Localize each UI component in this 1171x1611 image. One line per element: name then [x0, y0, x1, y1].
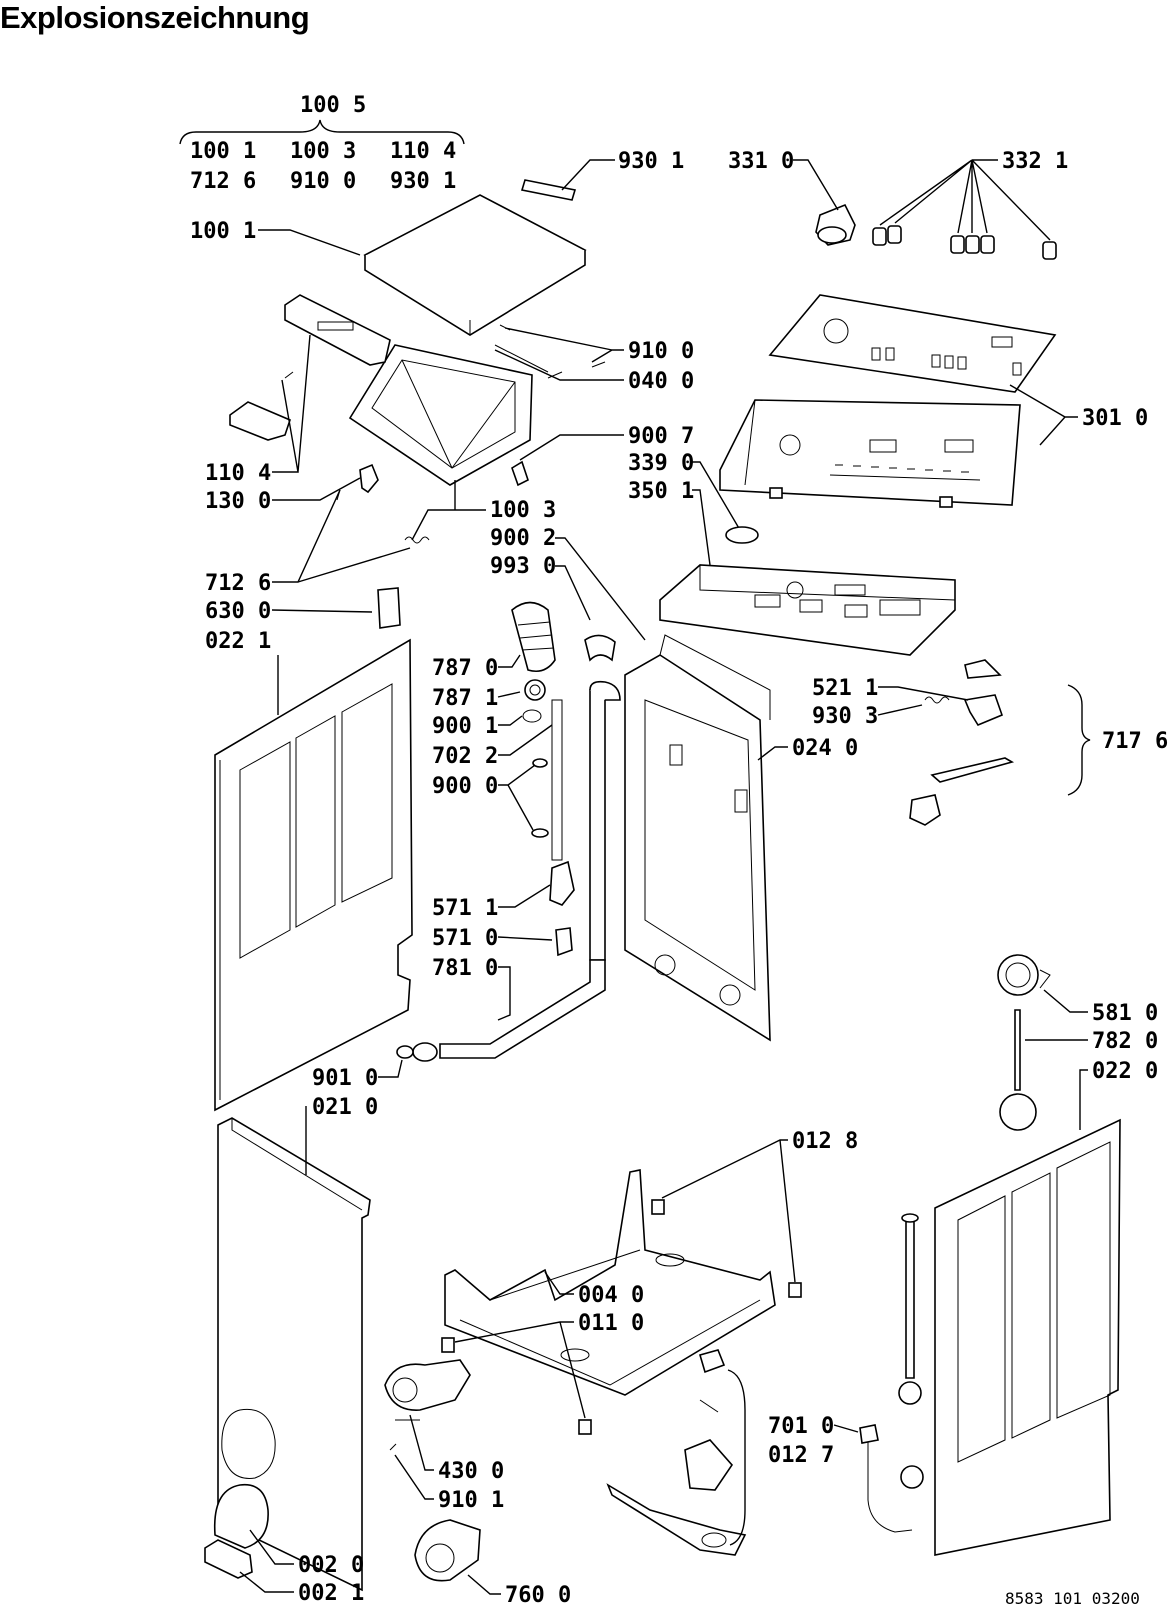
selector-part — [725, 526, 759, 544]
label-0221: 022 1 — [205, 629, 271, 654]
label-7022: 702 2 — [432, 744, 498, 769]
label-7870: 787 0 — [432, 656, 498, 681]
label-7010: 701 0 — [768, 1414, 834, 1439]
drain-hose-part — [396, 959, 606, 1062]
label-0040: 004 0 — [578, 1283, 644, 1308]
label-0240: 024 0 — [792, 736, 858, 761]
label-0128: 012 8 — [792, 1129, 858, 1154]
label-5711: 571 1 — [432, 896, 498, 921]
label-7600: 760 0 — [505, 1583, 571, 1608]
label-4300: 430 0 — [438, 1459, 504, 1484]
filter-block-part — [377, 587, 401, 629]
label-7820: 782 0 — [1092, 1029, 1158, 1054]
label-1003: 100 3 — [490, 498, 556, 523]
label-1104: 110 4 — [205, 461, 271, 486]
label-0127: 012 7 — [768, 1443, 834, 1468]
rear-panel-part — [624, 634, 771, 1042]
filter-cover-part — [204, 1483, 269, 1579]
label-1300: 130 0 — [205, 489, 271, 514]
group-member-9100: 910 0 — [290, 169, 356, 194]
label-5211: 521 1 — [812, 676, 878, 701]
label-9001: 900 1 — [432, 714, 498, 739]
knob-part — [815, 203, 856, 246]
heater-assembly-part — [909, 659, 1015, 826]
label-9101: 910 1 — [438, 1488, 504, 1513]
right-side-panel-part — [934, 1118, 1121, 1556]
label-0220: 022 0 — [1092, 1059, 1158, 1084]
label-3321: 332 1 — [1002, 149, 1068, 174]
label-9000: 900 0 — [432, 774, 498, 799]
label-7871: 787 1 — [432, 686, 498, 711]
trim-strip-part — [520, 179, 577, 201]
label-0210: 021 0 — [312, 1095, 378, 1120]
group-member-1104: 110 4 — [390, 139, 456, 164]
label-7126: 712 6 — [205, 571, 271, 596]
label-9007: 900 7 — [628, 424, 694, 449]
label-6300: 630 0 — [205, 599, 271, 624]
label-3310: 331 0 — [728, 149, 794, 174]
group-member-9301: 930 1 — [390, 169, 456, 194]
label-5710: 571 0 — [432, 926, 498, 951]
label-9100: 910 0 — [628, 339, 694, 364]
dispenser-part — [549, 860, 575, 957]
group-member-1001: 100 1 — [190, 139, 256, 164]
label-9002: 900 2 — [490, 526, 556, 551]
group-brace-100-5 — [179, 119, 465, 145]
group-code-100-5: 100 5 — [300, 93, 366, 118]
group-member-7126: 712 6 — [190, 169, 256, 194]
drain-pump-part — [384, 1359, 471, 1421]
label-0110: 011 0 — [578, 1311, 644, 1336]
group-brace-717-6 — [1067, 684, 1091, 796]
label-9303: 930 3 — [812, 704, 878, 729]
label-5810: 581 0 — [1092, 1001, 1158, 1026]
pulley-part — [997, 954, 1051, 1131]
buttons-part — [872, 225, 1057, 260]
label-7176: 717 6 — [1102, 729, 1168, 754]
label-0021: 002 1 — [298, 1581, 364, 1606]
electronic-board-part — [659, 564, 956, 656]
pump-filter-part — [414, 1519, 481, 1582]
latch-part — [359, 463, 379, 494]
label-1001: 100 1 — [190, 219, 256, 244]
group-member-1003: 100 3 — [290, 139, 356, 164]
page-title: Explosionszeichnung — [0, 0, 310, 35]
label-0400: 040 0 — [628, 369, 694, 394]
bellows-part — [511, 601, 563, 861]
label-3390: 339 0 — [628, 451, 694, 476]
clip-9007-part — [511, 460, 529, 487]
control-panel-housing-part — [719, 399, 1021, 508]
label-9010: 901 0 — [312, 1066, 378, 1091]
shock-absorber-part — [898, 1213, 922, 1405]
front-trim-part — [229, 294, 391, 441]
base-frame-part — [444, 1169, 776, 1396]
panel-overlay-part — [768, 294, 1057, 393]
drawing-id: 8583 101 03200 — [1005, 1589, 1140, 1608]
lid-part — [363, 194, 587, 336]
label-3501: 350 1 — [628, 479, 694, 504]
inlet-valve-part — [606, 1349, 924, 1556]
screw-9101-part — [389, 1443, 397, 1451]
label-9301: 930 1 — [618, 149, 684, 174]
label-3010: 301 0 — [1082, 406, 1148, 431]
top-frame-part — [348, 344, 533, 486]
label-9930: 993 0 — [490, 554, 556, 579]
label-7810: 781 0 — [432, 956, 498, 981]
hose-upper-part — [584, 634, 621, 961]
feet-part — [441, 1199, 802, 1435]
left-side-panel-part — [214, 638, 413, 1112]
label-0020: 002 0 — [298, 1553, 364, 1578]
